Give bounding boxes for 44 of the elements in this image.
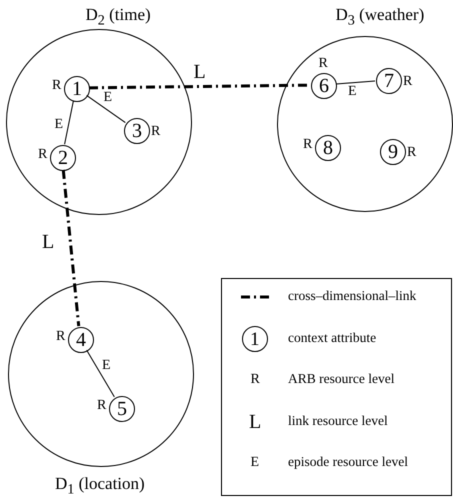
attribute-number: 3 (132, 121, 142, 141)
dimension-title: D$_{3}$ (weather) (336, 6, 424, 28)
attribute-number: 1 (72, 79, 82, 99)
connector-line (86, 94, 126, 124)
dimension-title: D$_{2}$ (time) (86, 6, 151, 28)
attribute-circle (124, 118, 150, 144)
legend-text: episode resource level (288, 455, 408, 468)
resource-level-mark: R (97, 399, 106, 413)
resource-level-mark: R (403, 75, 412, 89)
attribute-circle (376, 68, 402, 94)
connector-line (64, 100, 74, 145)
legend-sample-number: 1 (250, 330, 260, 348)
legend-sample-letter: R (250, 373, 260, 387)
attribute-circle (50, 145, 76, 171)
legend-sample-letter: E (250, 456, 260, 470)
legend-text: cross–dimensional–link (288, 289, 416, 302)
attribute-number: 9 (388, 142, 398, 162)
attribute-number: 4 (76, 330, 86, 350)
legend-sample-letter: L (249, 412, 262, 432)
attribute-circle (68, 327, 94, 353)
legend-text: ARB resource level (288, 372, 394, 386)
attribute-number: 2 (58, 148, 68, 168)
attribute-circle (380, 139, 406, 165)
attribute-circle (311, 73, 337, 99)
legend-text: context attribute (288, 331, 376, 344)
attribute-number: 7 (384, 71, 394, 91)
resource-level-mark: R (38, 148, 48, 162)
attribute-circle (109, 396, 135, 422)
resource-level-mark: R (318, 57, 328, 71)
attribute-number: 6 (319, 76, 329, 96)
dimension-title: D$_{1}$ (location) (55, 475, 145, 497)
connector-line (335, 80, 376, 84)
resource-level-mark: R (56, 330, 66, 344)
resource-level-mark: R (407, 146, 416, 160)
resource-level-mark: R (52, 79, 62, 93)
link-line (62, 170, 80, 326)
attribute-circle (315, 135, 341, 161)
attribute-number: 8 (323, 138, 333, 158)
attribute-circle (64, 76, 90, 102)
resource-level-mark: R (151, 125, 160, 139)
attribute-number: 5 (117, 399, 127, 419)
legend-text: link resource level (288, 414, 388, 428)
connector-line (86, 350, 115, 398)
resource-level-mark: R (303, 138, 312, 152)
